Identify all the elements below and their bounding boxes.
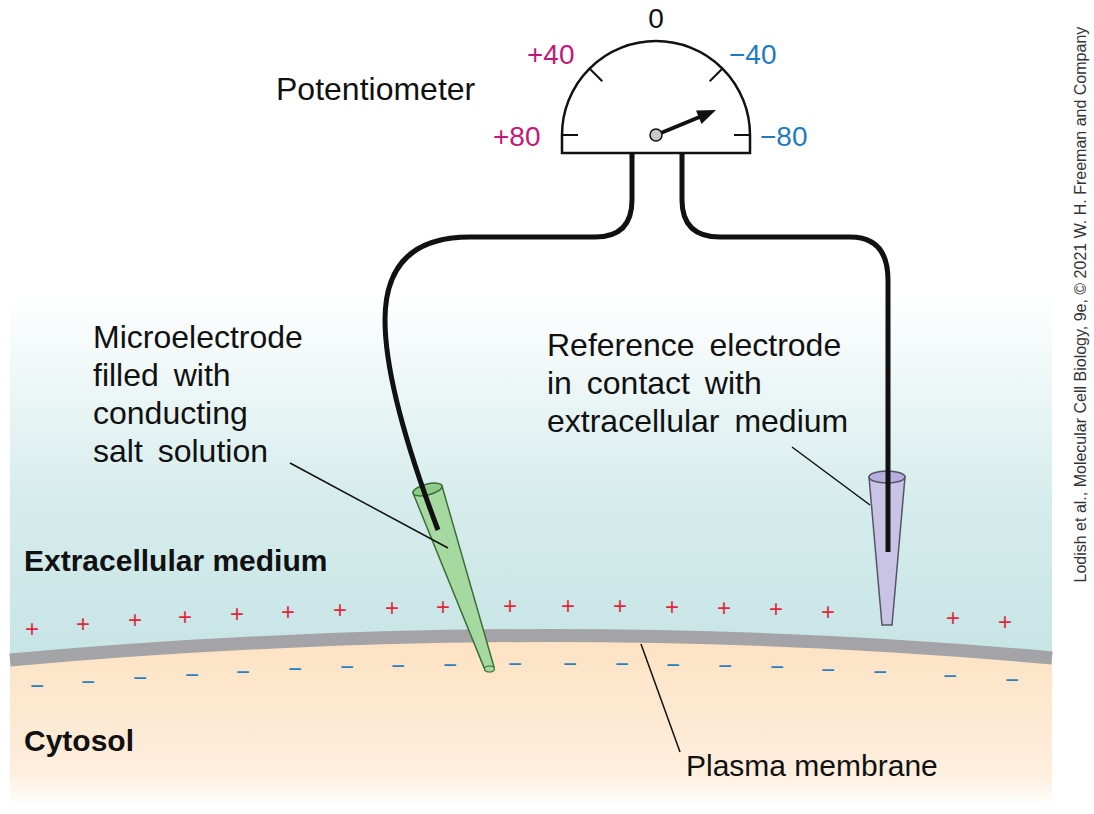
- charge-sign: +: [436, 593, 450, 622]
- part-label: Plasma membrane: [686, 748, 938, 784]
- needle-pivot: [650, 129, 662, 141]
- charge-sign: −: [563, 650, 577, 679]
- scale-value: +80: [493, 120, 541, 154]
- scale-value: −80: [760, 120, 808, 154]
- charge-sign: −: [508, 650, 522, 679]
- charge-sign: −: [821, 656, 835, 685]
- charge-sign: +: [128, 606, 142, 635]
- charge-sign: +: [769, 595, 783, 624]
- leader-lines: [290, 447, 870, 752]
- credit-line: Lodish et al., Molecular Cell Biology, 9…: [1071, 27, 1090, 583]
- charge-sign: +: [665, 593, 679, 622]
- charge-sign: +: [76, 610, 90, 639]
- scale-value: −40: [729, 38, 777, 72]
- charge-sign: +: [946, 604, 960, 633]
- charge-sign: +: [333, 596, 347, 625]
- charge-sign: +: [998, 608, 1012, 637]
- region-label: Extracellular medium: [24, 543, 327, 579]
- needle: [656, 116, 702, 135]
- part-label: Reference electrode in contact with extr…: [547, 326, 859, 440]
- charge-sign: +: [25, 615, 39, 644]
- charge-sign: −: [236, 658, 250, 687]
- microelectrode-tip: [485, 666, 495, 672]
- charge-sign: +: [503, 592, 517, 621]
- charge-sign: +: [178, 603, 192, 632]
- charge-sign: +: [230, 600, 244, 629]
- charge-sign: −: [340, 653, 354, 682]
- dial: [562, 41, 750, 153]
- charge-sign: −: [718, 652, 732, 681]
- charge-sign: −: [30, 672, 44, 701]
- charge-sign: −: [770, 653, 784, 682]
- region-label: Cytosol: [24, 723, 134, 759]
- instrument-label: Potentiometer: [276, 70, 475, 108]
- charge-sign: −: [81, 668, 95, 697]
- charge-sign: +: [281, 598, 295, 627]
- charge-sign: −: [1005, 666, 1019, 695]
- charge-sign: +: [385, 594, 399, 623]
- scale-value: +40: [527, 38, 575, 72]
- charge-sign: +: [821, 598, 835, 627]
- plasma-membrane: [10, 635, 1052, 660]
- charge-sign: −: [133, 664, 147, 693]
- charge-sign: −: [943, 662, 957, 691]
- scale-value: 0: [648, 2, 664, 36]
- part-label: Microelectrode filled with conducting sa…: [93, 318, 309, 470]
- charge-sign: +: [613, 592, 627, 621]
- charge-sign: −: [615, 650, 629, 679]
- microelectrode: [413, 486, 494, 670]
- needle-head: [696, 110, 716, 124]
- extracellular-region: [10, 295, 1052, 667]
- charge-sign: −: [666, 651, 680, 680]
- dial-ticks: [562, 69, 750, 136]
- charge-sign: +: [561, 592, 575, 621]
- charge-sign: −: [873, 658, 887, 687]
- charge-sign: +: [717, 594, 731, 623]
- charge-sign: −: [391, 652, 405, 681]
- cytosol-region: [10, 635, 1052, 806]
- charge-sign: −: [185, 661, 199, 690]
- charge-sign: −: [288, 655, 302, 684]
- charge-sign: −: [443, 651, 457, 680]
